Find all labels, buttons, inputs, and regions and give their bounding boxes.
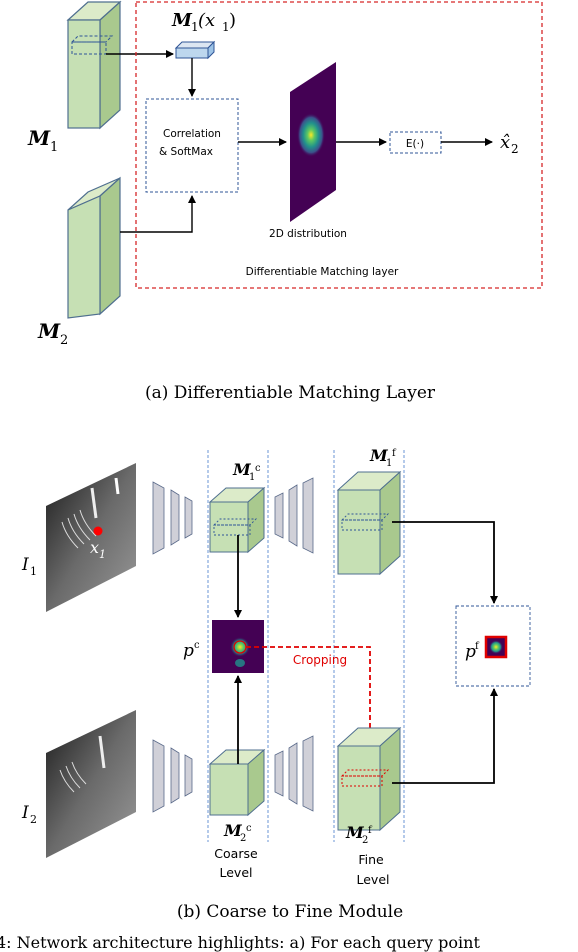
- encoder-1: [152, 481, 193, 555]
- cropping-label: Cropping: [293, 653, 347, 667]
- coarse-level-label-line1: Coarse: [214, 846, 258, 861]
- m1f-superscript: f: [392, 448, 397, 459]
- level-separators: [207, 450, 405, 842]
- feature-map-m1-coarse: [208, 486, 266, 554]
- arrow-m2f-to-pf: [392, 688, 498, 784]
- matching-layer-label: Differentiable Matching layer: [246, 266, 399, 278]
- feature-map-m2-coarse: [208, 748, 266, 817]
- arrow-m2-to-correlation: [120, 195, 196, 233]
- matching-layer-container: [135, 1, 543, 289]
- caption-b: (b) Coarse to Fine Module: [177, 902, 403, 922]
- expectation-label: E(·): [406, 138, 424, 150]
- m2f-subscript: 2: [362, 835, 368, 846]
- m1-label: M: [27, 126, 51, 150]
- i1-label: I: [21, 555, 29, 575]
- fine-level-label-line2: Level: [357, 872, 390, 887]
- m2f-label: M: [345, 823, 365, 842]
- correlation-softmax-box: [145, 98, 239, 193]
- i1-subscript: 1: [30, 565, 37, 578]
- m1f-label: M: [369, 446, 389, 465]
- m2-subscript: 2: [60, 333, 68, 348]
- fine-heatmap-pf: [484, 635, 508, 659]
- distribution-heatmap: [290, 62, 336, 222]
- x1-subscript: 1: [99, 548, 106, 561]
- m1c-subscript: 1: [249, 472, 255, 483]
- feature-map-m2: [67, 176, 121, 319]
- m1x1-argument-subscript: 1: [222, 20, 230, 34]
- m1f-subscript: 1: [386, 458, 392, 469]
- cropping-arrow: [246, 646, 374, 771]
- i2-label: I: [21, 803, 29, 823]
- decoder-1: [274, 477, 314, 554]
- m1c-superscript: c: [255, 463, 261, 474]
- fine-heatmap-container: [455, 605, 531, 687]
- input-image-i2: [46, 710, 136, 858]
- input-image-i1: [46, 463, 136, 612]
- x1-label: x: [90, 538, 99, 557]
- m1-subscript: 1: [50, 140, 58, 155]
- pc-superscript: c: [194, 640, 200, 651]
- feature-map-m2-fine: [336, 726, 402, 832]
- output-subscript: 2: [511, 142, 519, 156]
- m2f-superscript: f: [368, 825, 373, 836]
- m1x1-subscript: 1: [191, 20, 199, 34]
- m2-label: M: [37, 319, 61, 343]
- encoder-2: [152, 739, 193, 813]
- feature-map-m1: [66, 0, 122, 130]
- diagram-a: M 1 M 2 M 1 (x 1 ) Correlation & SoftMax: [27, 0, 543, 403]
- query-point-x1: [93, 526, 103, 536]
- pf-label: p: [465, 642, 476, 662]
- i2-subscript: 2: [30, 813, 37, 826]
- correlation-label-line2: & SoftMax: [159, 146, 213, 158]
- feature-map-m1-fine: [336, 470, 402, 576]
- output-label: x̂: [500, 132, 510, 153]
- coarse-level-label-line2: Level: [220, 865, 253, 880]
- pc-label: p: [183, 641, 194, 661]
- m1c-label: M: [232, 460, 252, 479]
- arrow-m1f-to-pf: [392, 521, 498, 604]
- fine-level-label-line1: Fine: [358, 852, 384, 867]
- m1x1-label: M: [171, 10, 193, 31]
- caption-a: (a) Differentiable Matching Layer: [145, 383, 436, 403]
- m1x1-argument: (x: [198, 10, 215, 31]
- pf-superscript: f: [475, 641, 480, 652]
- m1x1-close: ): [229, 10, 236, 31]
- footer-caption: 4: Network architecture highlights: a) F…: [0, 933, 480, 952]
- correlation-label-line1: Correlation: [163, 128, 221, 140]
- distribution-label: 2D distribution: [269, 228, 347, 240]
- diagram-b: x 1 I 1 I 2: [21, 446, 531, 922]
- m2c-subscript: 2: [240, 833, 246, 844]
- query-feature-vector: [174, 40, 216, 60]
- m2c-label: M: [223, 821, 243, 840]
- decoder-2: [274, 735, 314, 812]
- m2c-superscript: c: [246, 823, 252, 834]
